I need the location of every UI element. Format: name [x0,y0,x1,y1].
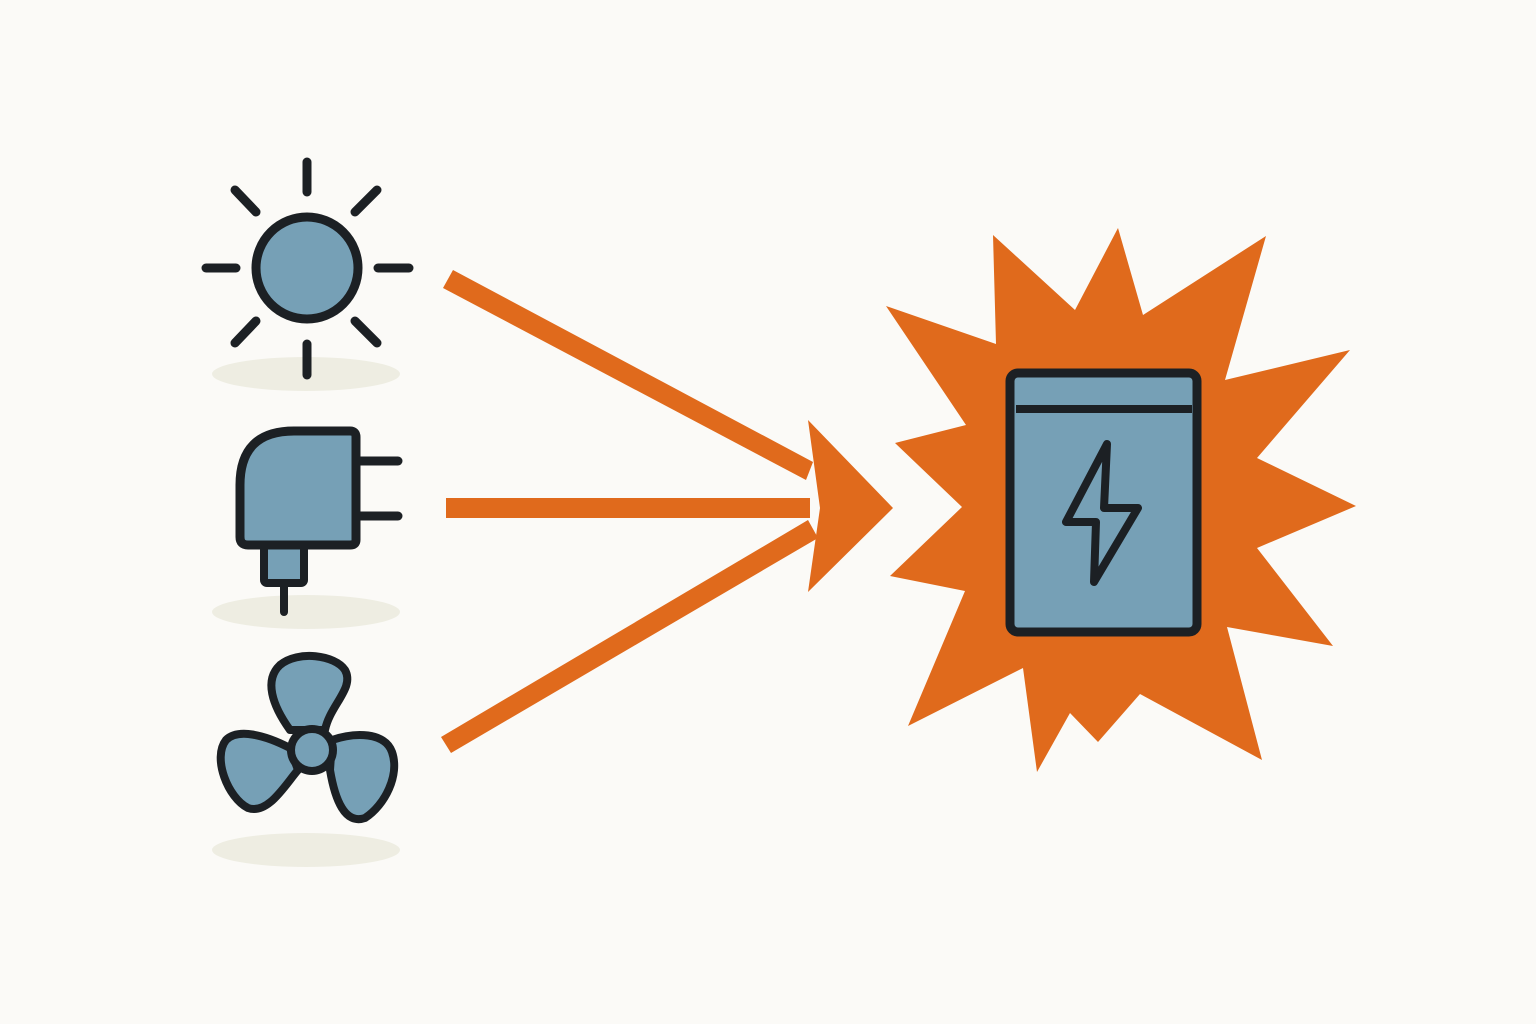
fan-blade-left [216,729,302,813]
sun-disc [251,212,363,324]
fan-shadow [212,833,400,867]
fan-icon [216,651,399,824]
lightning-bolt-icon [1062,440,1142,586]
battery-lightning-icon [1005,368,1202,637]
arrow-from-sun [443,270,813,480]
plug-body [235,426,361,550]
flow-arrows [441,270,893,753]
plug-shadow [212,595,400,629]
plug-prongs [352,456,403,521]
icon-shadows [212,357,400,867]
arrow-from-plug [446,498,810,518]
sun-icon [201,157,414,380]
plug-icon [235,426,403,616]
fan-blade-top [267,651,352,734]
arrowhead [808,420,893,592]
fan-blade-right [326,731,399,824]
sun-rays [201,157,414,380]
fan-hub [287,725,337,775]
arrow-from-fan [441,520,818,753]
